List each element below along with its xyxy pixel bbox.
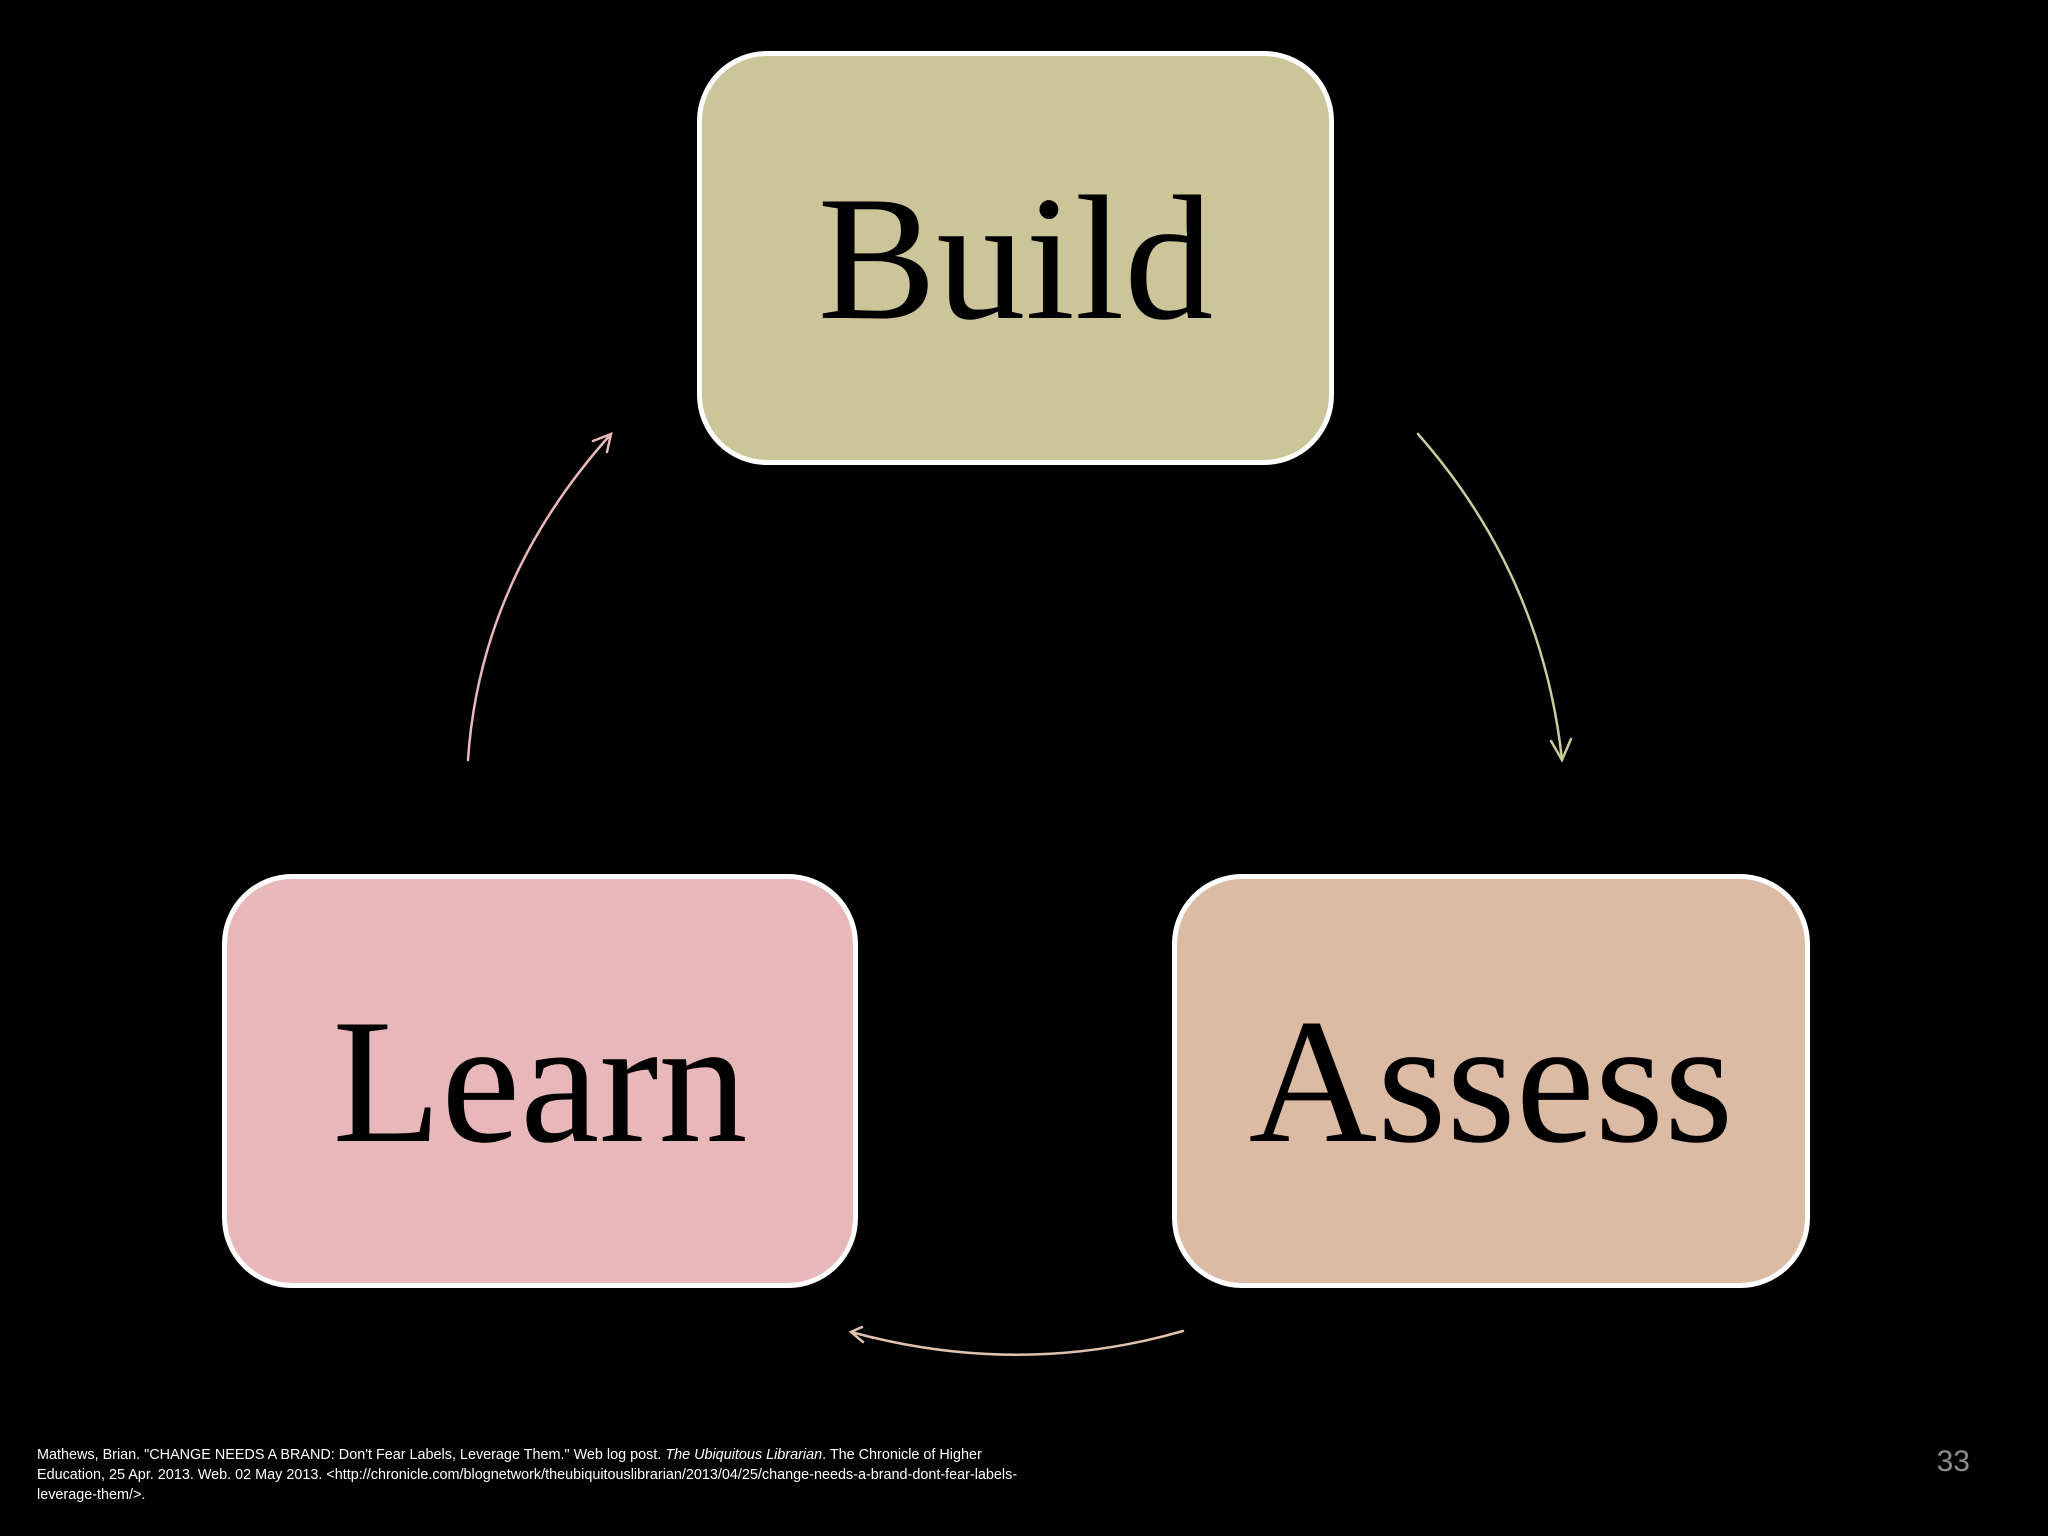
citation-italic-title: The Ubiquitous Librarian: [665, 1447, 823, 1463]
node-assess-label: Assess: [1248, 982, 1734, 1180]
node-build-label: Build: [817, 159, 1214, 357]
node-learn-label: Learn: [332, 982, 748, 1180]
citation-part-2: . The Chronicle of Higher Education, 25 …: [37, 1447, 1018, 1503]
arrow-build-to-assess: [1416, 432, 1573, 763]
page-number: 33: [1936, 1445, 1970, 1478]
citation-text: Mathews, Brian. "CHANGE NEEDS A BRAND: D…: [37, 1445, 1037, 1505]
node-build: Build: [697, 51, 1334, 465]
node-assess: Assess: [1172, 874, 1810, 1288]
arrow-assess-to-learn: [848, 1325, 1185, 1356]
node-learn: Learn: [222, 874, 858, 1288]
arrow-learn-to-build: [466, 431, 613, 762]
citation-part-1: Mathews, Brian. "CHANGE NEEDS A BRAND: D…: [37, 1447, 666, 1463]
